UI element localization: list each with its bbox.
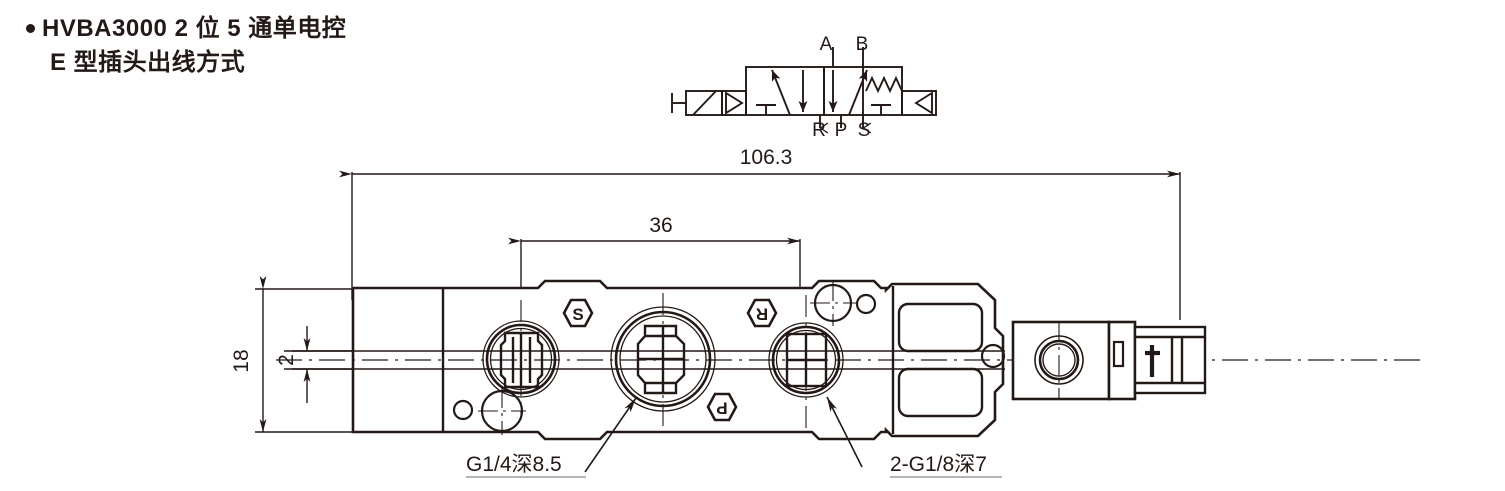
stamp-p-label: P <box>716 399 727 418</box>
schematic-spring-return <box>865 75 937 116</box>
callout-pilot-port-leader <box>826 396 1002 478</box>
schematic-pilot-actuator <box>671 90 747 116</box>
solenoid-coil <box>1011 320 1137 401</box>
schematic-label-a: A <box>820 34 833 55</box>
schematic-label-r: R <box>812 120 826 141</box>
port-s-assembly <box>482 300 560 420</box>
schematic-label-b: B <box>856 34 869 55</box>
stamp-r-label: R <box>756 305 768 324</box>
title-block: HVBA3000 2 位 5 通单电控 E 型插头出线方式 <box>26 12 496 80</box>
schematic-right-position <box>828 69 891 116</box>
plug-terminal-cross-icon <box>1145 345 1160 377</box>
body-profile-lines <box>284 350 1005 370</box>
solenoid-indicator-slot <box>1112 340 1125 368</box>
schematic-port-stems <box>819 47 863 128</box>
title-text-primary: HVBA3000 2 位 5 通单电控 <box>42 15 347 42</box>
stamp-s: S <box>562 298 594 328</box>
solenoid-coil-center-port <box>1034 322 1084 399</box>
dimension-overall-length-value: 106.3 <box>740 146 793 169</box>
stamp-r: R <box>746 298 778 328</box>
plug-connector <box>1133 325 1207 395</box>
valve-schematic-symbol <box>671 47 937 128</box>
title-line-2: E 型插头出线方式 <box>50 49 246 76</box>
callout-main-port-text: G1/4深8.5 <box>466 453 562 476</box>
callout-main-port-leader <box>466 397 637 478</box>
bullet-dot-icon <box>26 24 35 33</box>
dimension-port-spacing-value: 36 <box>649 214 672 237</box>
title-line-1: HVBA3000 2 位 5 通单电控 <box>26 12 496 46</box>
stamp-p: P <box>706 392 738 422</box>
callout-pilot-port-text: 2-G1/8深7 <box>890 453 987 476</box>
port-right-assembly <box>768 295 844 430</box>
port-center-assembly <box>610 293 716 432</box>
schematic-label-p: P <box>835 120 848 141</box>
dimension-center-offset <box>292 326 360 403</box>
schematic-left-position <box>756 69 808 116</box>
dimension-body-height-value: 18 <box>230 349 253 372</box>
stamp-s-label: S <box>572 305 583 324</box>
schematic-port-labels: A B R P S <box>812 34 870 141</box>
dimension-overall-length <box>339 170 1181 320</box>
mounting-holes <box>452 281 1006 435</box>
dimension-body-height <box>255 276 360 433</box>
port-center-fitting <box>636 324 686 395</box>
body-recess-panels <box>891 286 984 434</box>
schematic-label-s: S <box>858 120 871 141</box>
